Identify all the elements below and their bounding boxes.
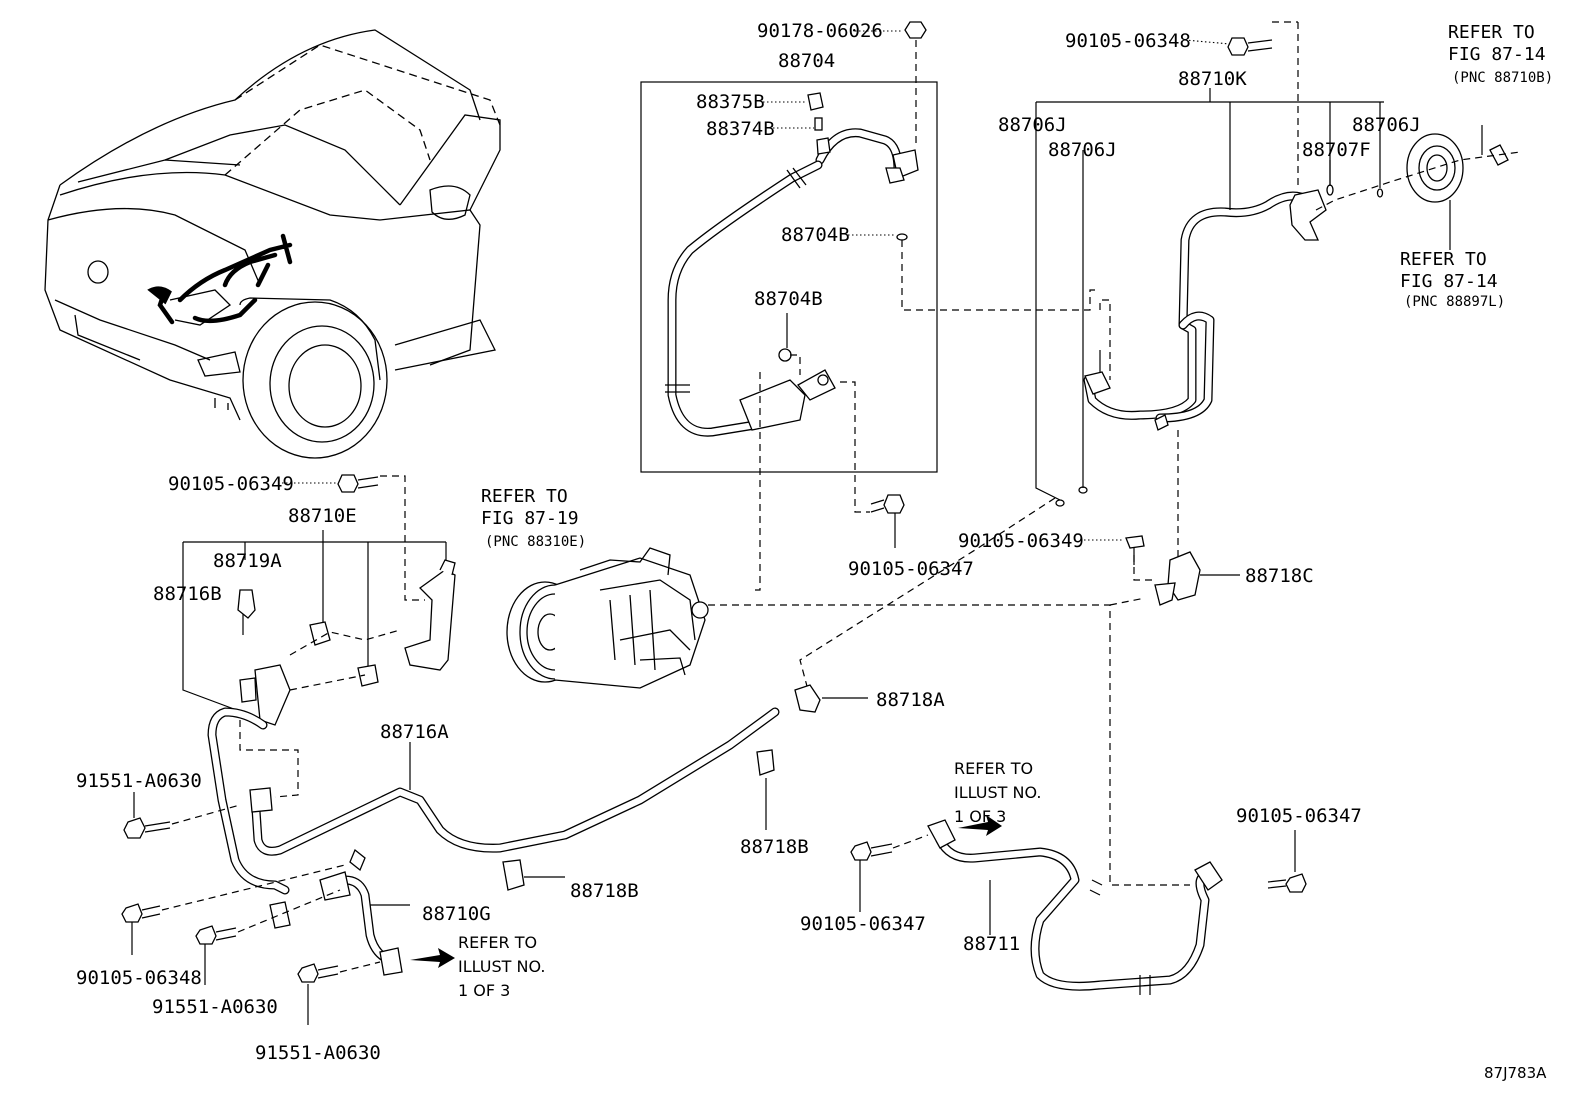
bolt-90105-06349: [1125, 535, 1145, 549]
figure-id: 87J783A: [1484, 1064, 1547, 1082]
fitting-88711: [927, 819, 956, 849]
ref-fig-87-14-line1: REFER TO: [1400, 249, 1487, 270]
arrow-icon: [410, 948, 455, 968]
hose-fitting-88710K: [1084, 371, 1111, 395]
label-88716A: 88716A: [380, 721, 449, 743]
fitting-88710G: [319, 871, 351, 901]
label-88718B: 88718B: [740, 836, 809, 858]
bolt-90105-06348: [1227, 37, 1249, 56]
bolt-90105-06347: [883, 494, 905, 514]
label-90105-06347: 90105-06347: [800, 913, 926, 935]
ref-fig-87-14-line2: FIG 87-14: [1448, 44, 1546, 65]
ref-illust-line1: REFER TO: [954, 759, 1033, 778]
bolt-90105-06348: [121, 903, 143, 923]
ref-fig-87-14-line2: FIG 87-14: [1400, 271, 1498, 292]
label-91551-A0630: 91551-A0630: [76, 770, 202, 792]
label-88704B: 88704B: [781, 224, 850, 246]
ref-fig-87-19-line2: FIG 87-19: [481, 508, 579, 529]
compressor-88310E: [506, 547, 709, 689]
label-88707F: 88707F: [1302, 139, 1371, 161]
sensor-88719A: [237, 589, 256, 619]
label-90105-06347: 90105-06347: [1236, 805, 1362, 827]
group-box-88704: [640, 81, 938, 473]
label-88704: 88704: [778, 50, 835, 72]
clip-88718B: [756, 749, 775, 776]
cap-88375B: [807, 92, 824, 111]
valve-core-88374B: [814, 117, 823, 131]
label-88374B: 88374B: [706, 118, 775, 140]
clip-88710E: [357, 664, 379, 687]
muffler-88704: [739, 379, 806, 431]
bracket-88710E: [404, 569, 456, 671]
label-88710K: 88710K: [1178, 68, 1247, 90]
label-88706J: 88706J: [1048, 139, 1117, 161]
o-ring-88707F: [1326, 184, 1334, 196]
label-91551-A0630: 91551-A0630: [255, 1042, 381, 1064]
hose-fitting-ring: [665, 384, 690, 393]
hose-connector-88710K: [1289, 189, 1327, 241]
bolt-90105-06347: [1285, 873, 1307, 893]
label-88375B: 88375B: [696, 91, 765, 113]
hose-fitting-ring: [786, 167, 807, 189]
o-ring-88706J: [1055, 499, 1065, 507]
bolt-91551-A0630: [195, 925, 217, 945]
label-88704B: 88704B: [754, 288, 823, 310]
label-88710E: 88710E: [288, 505, 357, 527]
label-88718A: 88718A: [876, 689, 945, 711]
bolt-91551-A0630: [297, 963, 319, 983]
clamp-88710G: [269, 901, 291, 929]
bolt-90178-06026: [904, 21, 927, 39]
clamp-88718A: [794, 684, 821, 713]
label-88711: 88711: [963, 933, 1020, 955]
label-91551-A0630: 91551-A0630: [152, 996, 278, 1018]
ref-illust-line3: 1 OF 3: [458, 981, 510, 1000]
label-90105-06349: 90105-06349: [168, 473, 294, 495]
bolt-90105-06349: [337, 474, 359, 493]
fitting-88711: [1194, 861, 1223, 891]
ref-pnc-88310E: (PNC 88310E): [485, 534, 586, 550]
o-ring-88704B: [896, 233, 908, 241]
ref-pnc-88710B: (PNC 88710B): [1452, 70, 1553, 86]
ref-pnc-88897L: (PNC 88897L): [1404, 294, 1505, 310]
bolt-90105-06347: [850, 841, 872, 861]
ref-fig-87-14-line1: REFER TO: [1448, 22, 1535, 43]
o-ring-88704B: [778, 348, 792, 362]
ref-illust-line2: ILLUST NO.: [954, 783, 1041, 802]
label-88716B: 88716B: [153, 583, 222, 605]
label-90105-06348: 90105-06348: [1065, 30, 1191, 52]
clip-88710E: [309, 621, 331, 646]
label-88719A: 88719A: [213, 550, 282, 572]
bolt-91551-A0630: [123, 817, 146, 839]
label-90105-06347: 90105-06347: [848, 558, 974, 580]
vehicle-locator-sketch: [44, 29, 501, 459]
ref-illust-line3: 1 OF 3: [954, 807, 1006, 826]
ref-fig-87-19-line1: REFER TO: [481, 486, 568, 507]
ref-illust-line1: REFER TO: [458, 933, 537, 952]
label-90105-06348: 90105-06348: [76, 967, 202, 989]
arrow-icon: [958, 815, 1002, 836]
label-88718C: 88718C: [1245, 565, 1314, 587]
clip-88718B: [502, 859, 525, 891]
label-88718B: 88718B: [570, 880, 639, 902]
label-88706J: 88706J: [998, 114, 1067, 136]
label-90178-06026: 90178-06026: [757, 20, 883, 42]
label-88706J: 88706J: [1352, 114, 1421, 136]
label-88710G: 88710G: [422, 903, 491, 925]
ref-illust-line2: ILLUST NO.: [458, 957, 545, 976]
o-ring-88706J: [1376, 188, 1384, 198]
connector-88716B: [254, 664, 291, 726]
label-90105-06349: 90105-06349: [958, 530, 1084, 552]
